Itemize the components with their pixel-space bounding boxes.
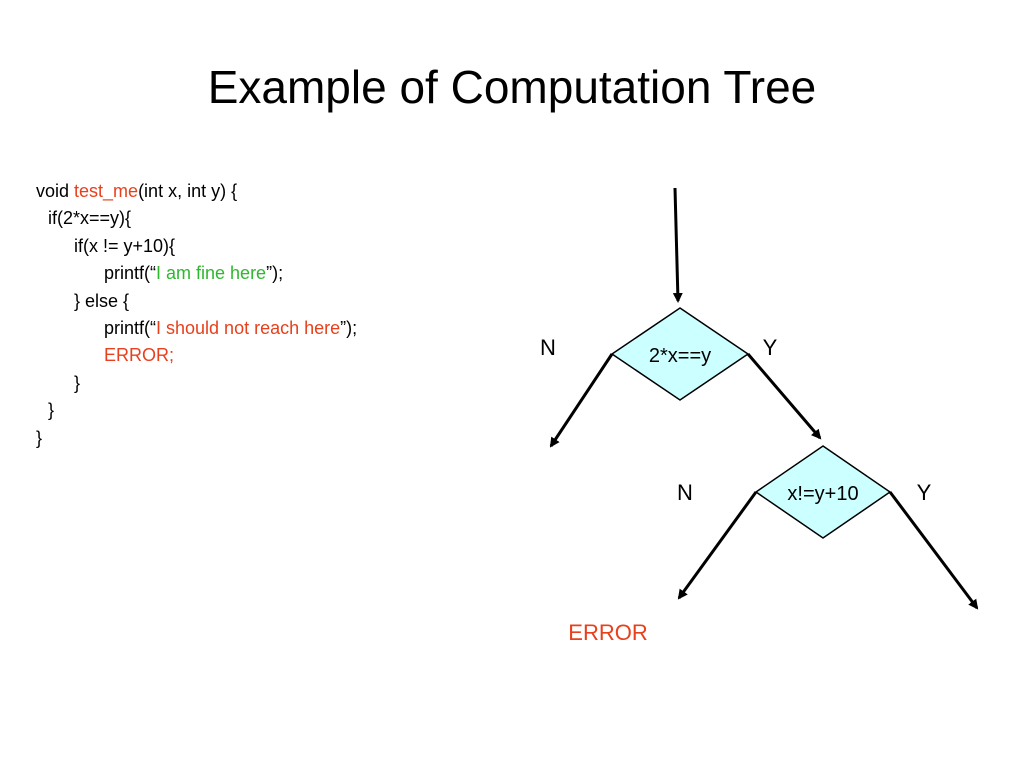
decision-node-2 (754, 445, 892, 539)
code-keyword: void (36, 181, 75, 201)
code-line-8: } (74, 372, 81, 393)
decision-node-1 (610, 307, 750, 401)
code-printf-close: ”); (340, 317, 358, 338)
code-line-9: } (48, 400, 55, 421)
decision-node-1-label: 2*x==y (649, 345, 711, 367)
node-2-yes-arrow (888, 491, 979, 610)
code-line-6: printf(“I should not reach here”); (36, 315, 357, 342)
entry-arrow (672, 187, 683, 303)
code-string-fine: I am fine here (156, 263, 267, 284)
code-line-1: void test_me(int x, int y) { (36, 178, 357, 205)
slide-title: Example of Computation Tree (207, 61, 817, 113)
code-function-name: test_me (74, 181, 139, 201)
code-printf-open: printf(“ (104, 317, 157, 338)
node-2-no-label: N (677, 480, 693, 505)
code-line-4: printf(“I am fine here”); (36, 260, 357, 287)
error-label: ERROR (568, 620, 647, 645)
code-line-10: } (36, 427, 43, 448)
code-printf-close: ”); (266, 263, 284, 284)
code-printf-open: printf(“ (104, 263, 157, 284)
node-1-no-arrow (549, 353, 614, 448)
decision-node-2-label: x!=y+10 (787, 483, 858, 505)
node-2-no-arrow (677, 491, 758, 600)
node-1-yes-label: Y (763, 335, 778, 360)
code-string-unreachable: I should not reach here (156, 317, 341, 338)
code-listing: void test_me(int x, int y) { if(2*x==y){… (36, 178, 357, 452)
code-line-5: } else { (74, 290, 130, 311)
code-line-2: if(2*x==y){ (48, 208, 132, 229)
node-1-no-label: N (540, 335, 556, 360)
code-line-3: if(x != y+10){ (74, 235, 176, 256)
node-1-yes-arrow (746, 353, 822, 440)
code-signature: (int x, int y) { (138, 181, 238, 201)
code-line-7: ERROR; (104, 345, 175, 366)
node-2-yes-label: Y (917, 480, 932, 505)
